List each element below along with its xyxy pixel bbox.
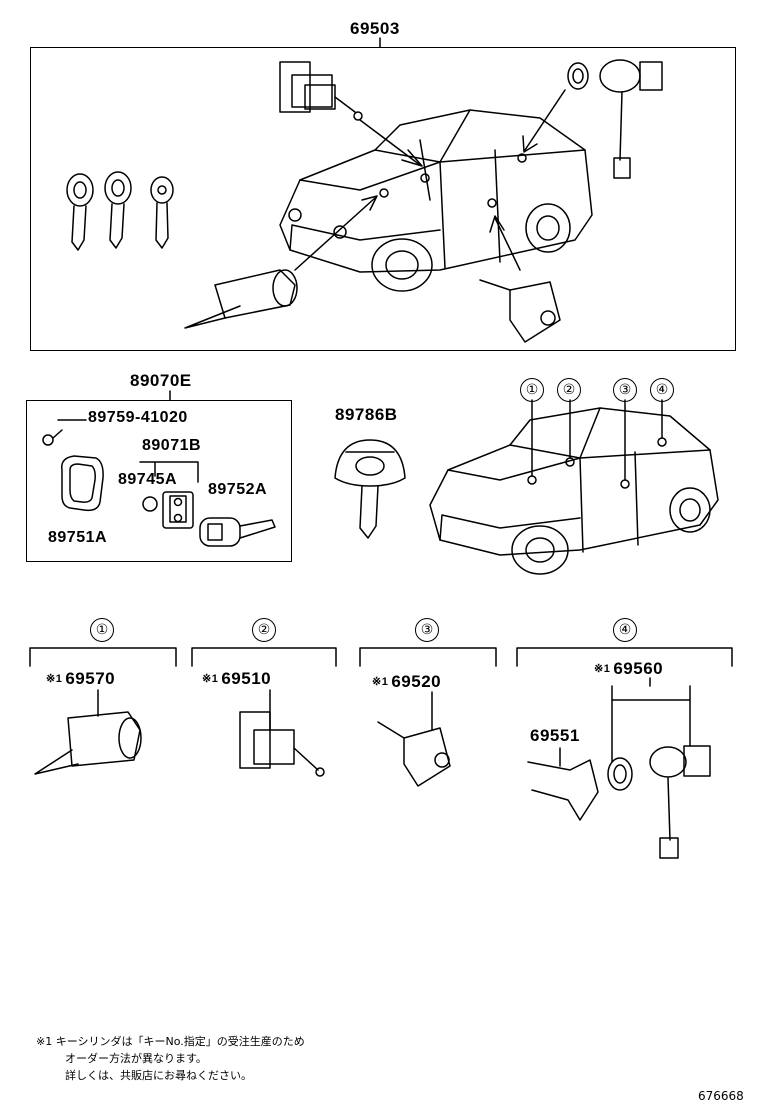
case-part [62,456,103,510]
group-marker: ③ [415,618,439,642]
screw-part [43,420,86,445]
order-note-mark: ※1 [202,673,219,685]
door-cylinder-part-number: 69560 [613,659,664,678]
group-marker: ① [90,618,114,642]
case-part-number: 89751A [48,529,108,546]
footnote-line: オーダー方法が異なります。 [65,1052,207,1065]
ignition-cylinder-part [185,270,297,328]
order-note-mark: ※1 [372,676,389,688]
screw-part-number: 89759-41020 [88,409,188,426]
key-kit-frame [26,400,292,562]
transmitter-part-number: 89071B [142,437,202,454]
bracket-part-number: 69551 [530,726,580,745]
bracket-part [528,748,598,820]
location-marker: ① [520,378,544,402]
battery-part-number: 89745A [118,471,178,488]
key-kit-part-number: 89070E [130,371,192,390]
steering-lock-part [280,62,362,120]
remote-key-part [335,440,405,538]
steering-lock-part-number: 69510 [221,669,272,688]
rear-lock-part [378,692,450,786]
key-icon [151,177,173,248]
order-note-mark: ※1 [46,673,63,685]
location-marker: ③ [613,378,637,402]
key-blank-part-number: 89752A [208,481,268,498]
rear-lock-part [480,280,560,342]
location-marker: ② [557,378,581,402]
footnote-mark: ※1 [36,1035,53,1048]
key-icon [105,172,131,248]
vehicle-location-drawing [430,400,718,574]
ignition-cylinder-part [35,690,141,774]
location-marker: ④ [650,378,674,402]
battery-part [143,497,157,511]
cylinder-part-number: 69570 [65,669,116,688]
group-marker: ④ [613,618,637,642]
order-note-mark: ※1 [594,663,611,675]
door-cylinder-part [568,60,662,178]
steering-lock-part [240,690,324,776]
footnote: ※1 キーシリンダは「キーNo.指定」の受注生産のため オーダー方法が異なります… [36,1033,305,1084]
door-cylinder-part [608,678,710,858]
key-part-number: 89786B [335,405,398,424]
key-icon [67,174,93,250]
assembly-part-number: 69503 [350,19,400,38]
vehicle-drawing [280,90,592,291]
assembly-frame [30,47,736,351]
footnote-line: 詳しくは、共販店にお尋ねください。 [65,1069,252,1082]
transmitter-part [140,462,198,528]
group-marker: ② [252,618,276,642]
drawing-number: 676668 [698,1089,744,1103]
footnote-line: キーシリンダは「キーNo.指定」の受注生産のため [55,1035,305,1048]
key-blank-part [200,518,275,546]
rear-lock-part-number: 69520 [391,672,442,691]
